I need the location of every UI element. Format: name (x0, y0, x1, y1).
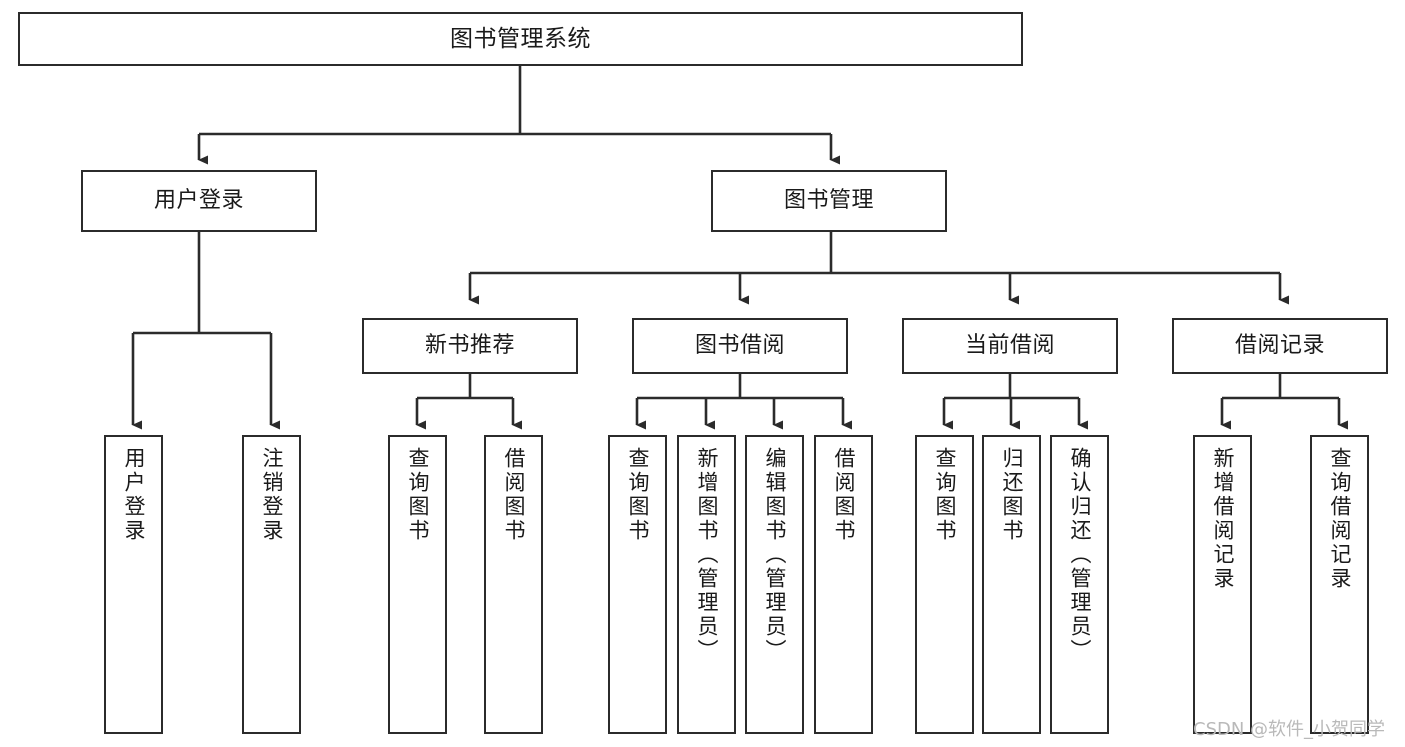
node-label: 查询借阅记录 (1328, 447, 1352, 591)
node-root-book-management-system[interactable]: 图书管理系统 (18, 12, 1023, 66)
node-label: 新书推荐 (424, 333, 515, 359)
node-label: 注销登录 (260, 447, 284, 543)
node-label: 查询图书 (406, 447, 430, 543)
node-borrow-record[interactable]: 借阅记录 (1172, 318, 1388, 374)
leaf-query-book-borrow[interactable]: 查询图书 (608, 435, 667, 734)
leaf-query-book-current[interactable]: 查询图书 (915, 435, 974, 734)
leaf-add-borrow-record[interactable]: 新增借阅记录 (1193, 435, 1252, 734)
node-new-book-recommend[interactable]: 新书推荐 (362, 318, 578, 374)
node-label: 借阅图书 (832, 447, 856, 543)
node-label: 编辑图书（管理员） (763, 447, 787, 663)
node-label: 用户登录 (153, 188, 244, 214)
node-label: 图书借阅 (694, 333, 785, 359)
leaf-return-book[interactable]: 归还图书 (982, 435, 1041, 734)
node-label: 当前借阅 (964, 333, 1055, 359)
node-label: 图书管理 (783, 188, 874, 214)
node-label: 归还图书 (1000, 447, 1024, 543)
node-label: 确认归还（管理员） (1068, 447, 1092, 663)
node-label: 新增借阅记录 (1211, 447, 1235, 591)
node-book-management[interactable]: 图书管理 (711, 170, 947, 232)
leaf-confirm-return-admin[interactable]: 确认归还（管理员） (1050, 435, 1109, 734)
node-label: 查询图书 (626, 447, 650, 543)
leaf-query-borrow-record[interactable]: 查询借阅记录 (1310, 435, 1369, 734)
leaf-logout[interactable]: 注销登录 (242, 435, 301, 734)
node-label: 借阅图书 (502, 447, 526, 543)
node-label: 借阅记录 (1234, 333, 1325, 359)
leaf-user-login[interactable]: 用户登录 (104, 435, 163, 734)
node-book-borrow[interactable]: 图书借阅 (632, 318, 848, 374)
node-label: 图书管理系统 (450, 25, 591, 52)
leaf-edit-book-admin[interactable]: 编辑图书（管理员） (745, 435, 804, 734)
node-label: 查询图书 (933, 447, 957, 543)
leaf-borrow-book-recommend[interactable]: 借阅图书 (484, 435, 543, 734)
node-label: 用户登录 (122, 447, 146, 543)
leaf-query-book-recommend[interactable]: 查询图书 (388, 435, 447, 734)
leaf-borrow-book[interactable]: 借阅图书 (814, 435, 873, 734)
node-current-borrow[interactable]: 当前借阅 (902, 318, 1118, 374)
node-user-login[interactable]: 用户登录 (81, 170, 317, 232)
node-label: 新增图书（管理员） (695, 447, 719, 663)
leaf-add-book-admin[interactable]: 新增图书（管理员） (677, 435, 736, 734)
